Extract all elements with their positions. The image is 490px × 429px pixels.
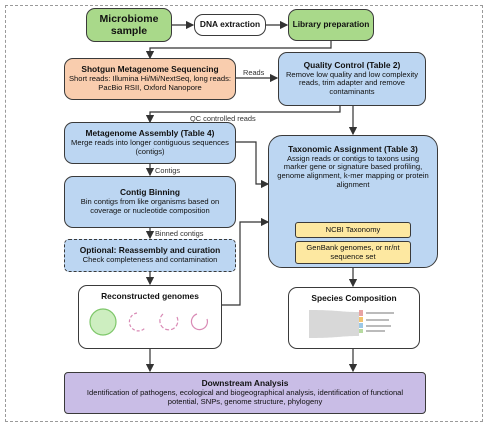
complete-genome-circle [89,308,117,336]
reconstructed-genomes-node: Reconstructed genomes [78,285,222,349]
edge-label-contigs: Contigs [155,166,181,175]
library-preparation-label: Library preparation [292,19,370,30]
optional-reassembly-text: Check completeness and contamination [82,254,218,264]
species-composition-node: Species Composition [288,287,420,349]
metagenome-assembly-title: Metagenome Assembly (Table 4) [85,128,215,139]
arrow-reconstructed-to-taxonomic [222,217,270,306]
ncbi-taxonomy-label: NCBI Taxonomy [325,224,381,234]
species-bar-3 [359,322,363,328]
reconstructed-genomes-title: Reconstructed genomes [101,291,199,301]
genbank-label: GenBank genomes, or nr/nt sequence set [306,242,400,261]
contig-binning-node: Contig Binning Bin contigs from like org… [64,176,236,228]
shotgun-sequencing-title: Shotgun Metagenome Sequencing [81,64,219,75]
contig-binning-text: Bin contigs from like organisms based on… [80,197,220,215]
downstream-analysis-text: Identification of pathogens, ecological … [86,388,404,406]
quality-control-node: Quality Control (Table 2) Remove low qua… [278,52,426,106]
genbank-node: GenBank genomes, or nr/nt sequence set [295,241,411,264]
optional-reassembly-title: Optional: Reassembly and curation [79,245,221,256]
partial-genome-circle-1 [128,312,146,332]
shotgun-sequencing-node: Shotgun Metagenome Sequencing Short read… [64,58,236,100]
quality-control-title: Quality Control (Table 2) [303,60,401,71]
shotgun-sequencing-text: Short reads: Illumina Hi/Mi/NextSeq, lon… [68,74,232,92]
dna-extraction-node: DNA extraction [194,14,266,36]
edge-label-binned-contigs: Binned contigs [155,229,204,238]
diagram-frame [5,5,483,422]
optional-reassembly-node: Optional: Reassembly and curation Check … [64,239,236,272]
species-bar-2 [359,316,363,322]
edge-label-qc-reads: QC controlled reads [190,114,256,123]
ncbi-taxonomy-node: NCBI Taxonomy [295,222,411,238]
species-bar-4 [359,328,363,333]
downstream-analysis-title: Downstream Analysis [201,378,289,389]
microbiome-sample-node: Microbiome sample [86,8,172,42]
species-composition-title: Species Composition [311,293,397,303]
dna-extraction-label: DNA extraction [199,19,261,30]
arrow-library-to-shotgun [145,41,332,60]
downstream-analysis-node: Downstream Analysis Identification of pa… [64,372,426,414]
library-preparation-node: Library preparation [288,9,374,41]
arrow-qc-to-assembly [145,106,341,124]
edge-label-reads: Reads [243,68,265,77]
partial-genome-circle-2 [159,313,179,331]
microbiome-sample-label: Microbiome sample [99,12,159,37]
partial-genome-circle-3 [190,313,209,330]
species-flow-band [309,309,359,338]
metagenome-assembly-text: Merge reads into longer contiguous seque… [71,138,229,156]
species-flow-graphic [309,309,394,338]
contig-binning-title: Contig Binning [119,187,180,198]
quality-control-text: Remove low quality and low complexity re… [285,69,419,97]
species-bar-1 [359,309,363,316]
genome-circles-graphic [89,308,209,336]
arrow-assembly-to-taxonomic [236,141,270,189]
taxonomic-assignment-text: Assign reads or contigs to taxons using … [277,153,429,189]
metagenome-assembly-node: Metagenome Assembly (Table 4) Merge read… [64,122,236,164]
taxonomic-assignment-title: Taxonomic Assignment (Table 3) [288,144,418,154]
